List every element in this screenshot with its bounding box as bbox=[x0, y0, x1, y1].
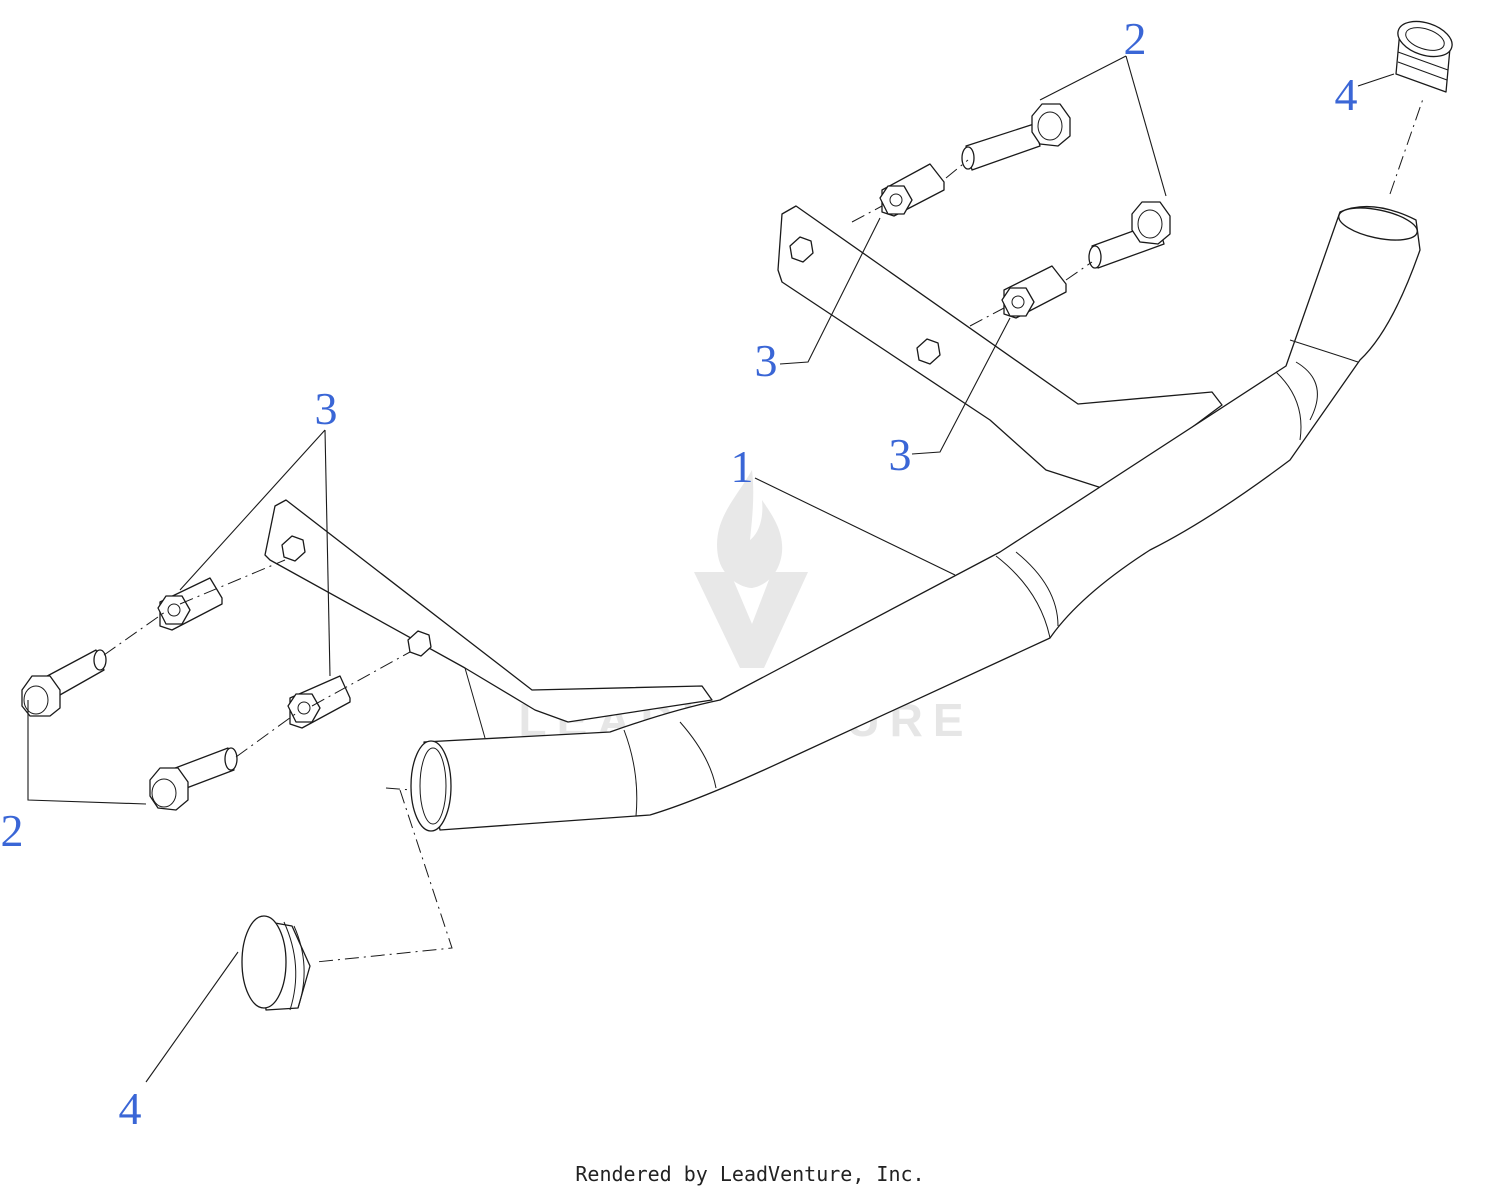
hex-spacer-nut bbox=[1001, 265, 1067, 319]
hex-spacer-nut bbox=[879, 163, 945, 217]
flange-bolt bbox=[1088, 201, 1171, 269]
flange-bolt bbox=[21, 649, 107, 717]
tube-body bbox=[423, 205, 1421, 831]
hex-spacer-nuts bbox=[157, 163, 1067, 729]
bumper-tube bbox=[264, 205, 1421, 832]
flange-bolt bbox=[961, 103, 1071, 171]
watermark-flame-icon bbox=[717, 470, 783, 588]
tube-left-opening bbox=[410, 740, 452, 832]
bracket-hex-hole bbox=[281, 535, 306, 562]
tube-end-plugs bbox=[241, 20, 1453, 1011]
bracket-hex-hole bbox=[916, 338, 941, 365]
right-mounting-bracket bbox=[777, 205, 1223, 491]
render-credit: Rendered by LeadVenture, Inc. bbox=[575, 1162, 925, 1186]
callout-4-top: 4 bbox=[1335, 69, 1358, 120]
callout-4-bottom: 4 bbox=[119, 1083, 142, 1134]
end-plug-upper bbox=[1395, 20, 1453, 93]
end-plug-lower bbox=[241, 915, 311, 1011]
watermark-v-icon bbox=[694, 572, 808, 668]
bracket-hex-hole bbox=[789, 236, 814, 263]
left-mounting-bracket bbox=[264, 499, 713, 723]
callout-3-upper-right: 3 bbox=[755, 335, 778, 386]
callout-3-top-left: 3 bbox=[315, 383, 338, 434]
callout-2-top: 2 bbox=[1124, 13, 1147, 64]
callout-2-left: 2 bbox=[1, 805, 24, 856]
tube-right-opening bbox=[1338, 207, 1418, 241]
callout-labels: 1 2 2 3 3 3 4 4 bbox=[1, 13, 1358, 1134]
callout-3-lower-right: 3 bbox=[889, 429, 912, 480]
flange-bolt bbox=[149, 747, 238, 811]
callout-1: 1 bbox=[731, 441, 754, 492]
flange-bolts bbox=[21, 103, 1171, 811]
callout-leaders bbox=[27, 55, 1395, 1083]
hex-spacer-nut bbox=[157, 577, 223, 631]
assembly-centerlines bbox=[103, 95, 1425, 963]
